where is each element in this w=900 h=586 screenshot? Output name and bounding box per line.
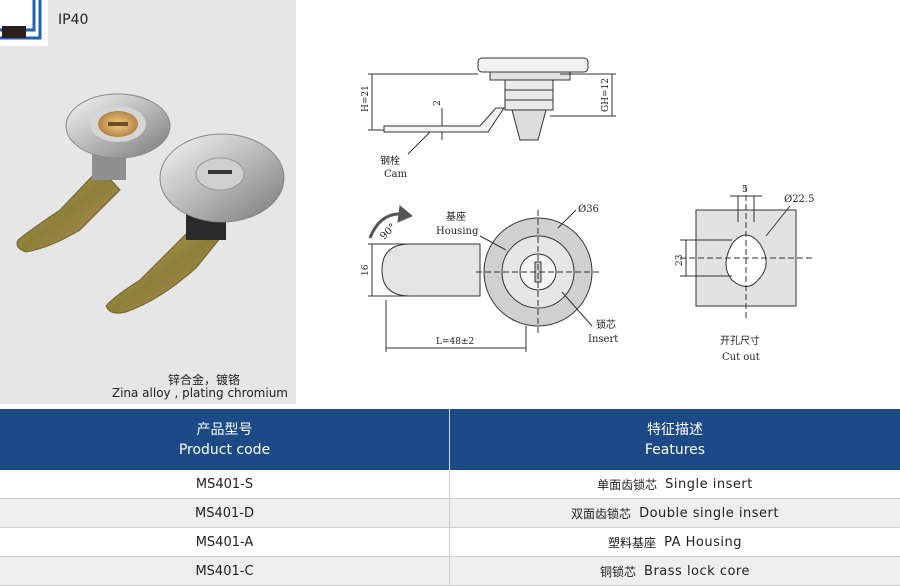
product-code: MS401-S: [0, 470, 450, 498]
rotation-label: 90°: [378, 222, 398, 242]
feature-en: Double single insert: [639, 505, 779, 521]
dim-5-label: 5: [742, 185, 748, 195]
dim-gh-label: GH=12: [601, 78, 611, 112]
table-header: 产品型号 Product code 特征描述 Features: [0, 409, 900, 470]
insert-en-label: Insert: [588, 334, 618, 345]
feature: 单面齿锁芯 Single insert: [450, 470, 900, 498]
dim-h-label: H=21: [361, 85, 371, 112]
feature-cn: 双面齿锁芯: [571, 506, 632, 521]
cam-cn-label: 钢栓: [380, 154, 400, 167]
housing-cn-label: 基座: [446, 210, 466, 223]
material-en: Zina alloy , plating chromium: [111, 386, 288, 400]
cutout-en-label: Cut out: [722, 352, 760, 363]
header-code-cn: 产品型号: [196, 421, 253, 438]
cam-lock-photo: [16, 93, 285, 314]
feature-cn: 单面齿锁芯: [597, 477, 658, 492]
feature-cn: 塑料基座: [608, 535, 657, 550]
technical-drawing: H=21 2 GH=12 钢栓 Cam 90° 基座 Housing Ø36 1…: [361, 57, 814, 363]
product-code: MS401-A: [0, 528, 450, 556]
feature-en: Single insert: [665, 476, 753, 492]
cutout-cn-label: 开孔尺寸: [720, 334, 760, 347]
feature: 双面齿锁芯 Double single insert: [450, 499, 900, 527]
product-photo-panel: IP40: [0, 0, 296, 404]
header-code-en: Product code: [178, 441, 271, 458]
table-row: MS401-S 单面齿锁芯 Single insert: [0, 470, 900, 499]
product-code: MS401-D: [0, 499, 450, 527]
table-row: MS401-D 双面齿锁芯 Double single insert: [0, 499, 900, 528]
product-table: 产品型号 Product code 特征描述 Features MS401-S …: [0, 409, 900, 586]
product-code: MS401-C: [0, 557, 450, 585]
feature-en: Brass lock core: [644, 563, 750, 579]
feature-cn: 铜锁芯: [600, 564, 637, 579]
ip-rating-icon: [0, 0, 48, 46]
header-product-code: 产品型号 Product code: [0, 409, 450, 470]
feature: 铜锁芯 Brass lock core: [450, 557, 900, 585]
housing-en-label: Housing: [436, 226, 479, 237]
feature: 塑料基座 PA Housing: [450, 528, 900, 556]
header-feat-en: Features: [644, 441, 706, 458]
feature-en: PA Housing: [664, 534, 742, 550]
dim-d225-label: Ø22.5: [784, 194, 814, 205]
material-cn: 锌合金，镀铬: [167, 373, 240, 387]
dim-23-label: 23: [675, 254, 685, 266]
insert-cn-label: 锁芯: [596, 318, 616, 331]
dim-16-label: 16: [361, 264, 371, 276]
ip-rating-label: IP40: [58, 12, 89, 28]
table-row: MS401-A 塑料基座 PA Housing: [0, 528, 900, 557]
cam-en-label: Cam: [384, 169, 408, 180]
table-row: MS401-C 铜锁芯 Brass lock core: [0, 557, 900, 586]
header-feat-cn: 特征描述: [647, 421, 703, 438]
dim-d36-label: Ø36: [578, 204, 599, 215]
dim-2-label: 2: [433, 100, 443, 106]
dim-l-label: L=48±2: [436, 337, 474, 347]
header-features: 特征描述 Features: [450, 409, 900, 470]
